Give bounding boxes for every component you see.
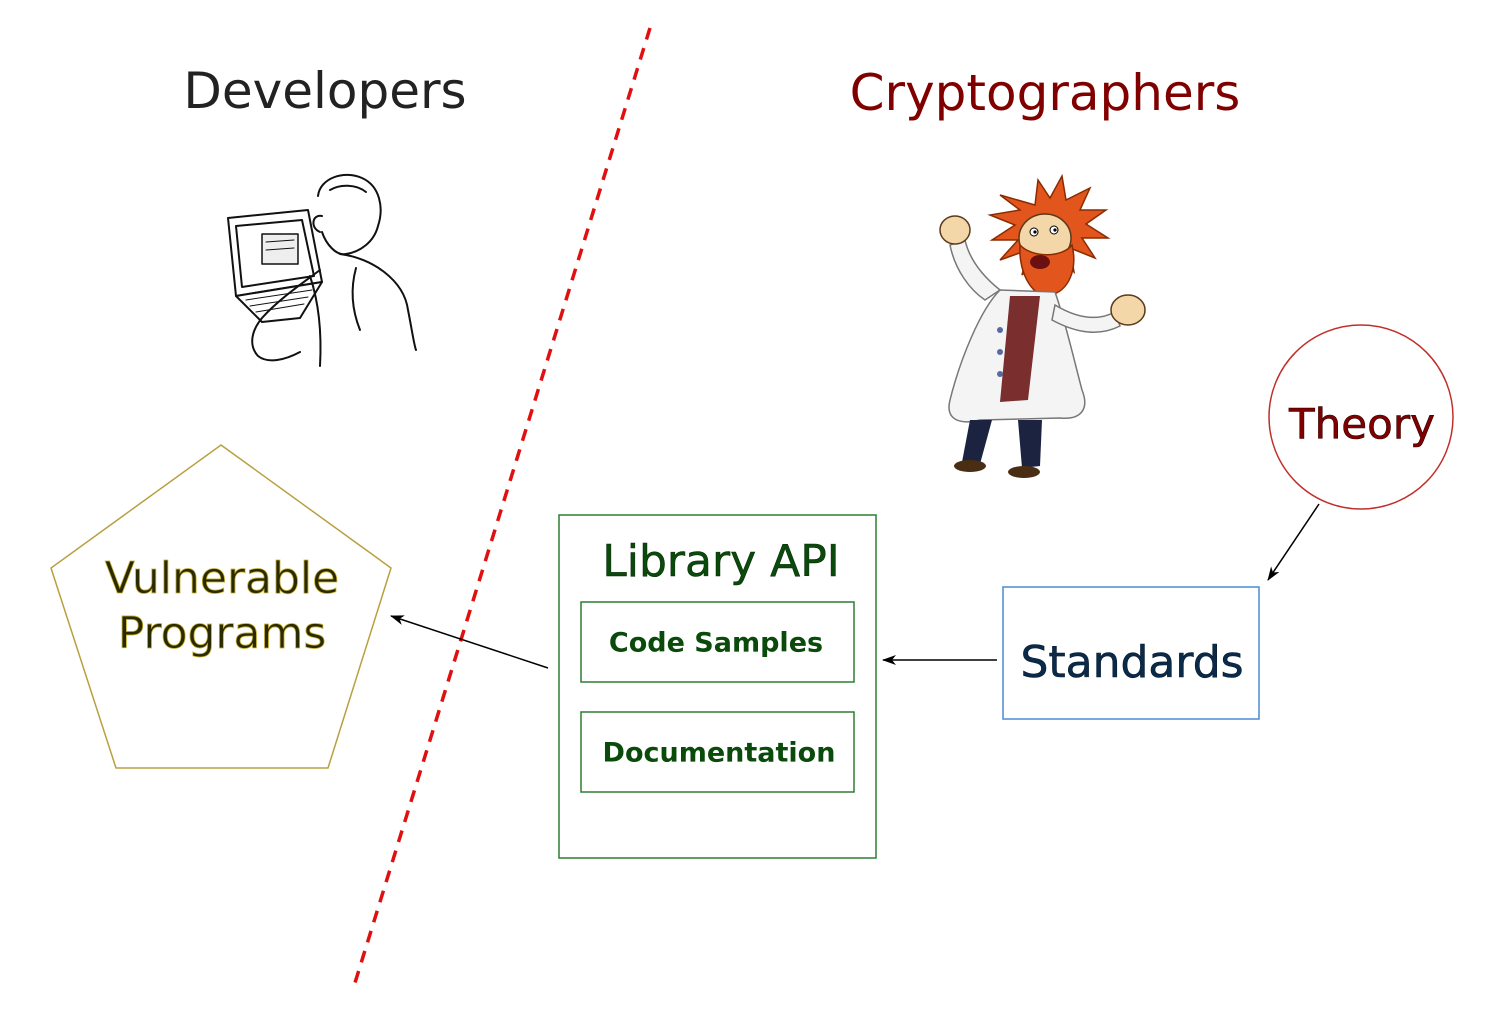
theory-node: Theory	[1268, 324, 1454, 510]
developer-illustration	[227, 173, 417, 367]
theory-label: Theory	[1288, 400, 1435, 449]
standards-node: Standards	[1002, 586, 1260, 720]
code-samples-box	[580, 601, 855, 683]
developers-heading: Developers	[183, 62, 466, 120]
arrow-theory-to-standards	[1267, 503, 1320, 581]
cryptographers-heading: Cryptographers	[850, 64, 1241, 122]
library-api-node: Library API Code Samples Documentation	[558, 514, 877, 859]
arrow-library-to-vulnerable	[390, 615, 549, 669]
documentation-label: Documentation	[603, 738, 836, 769]
vulnerable-label-line2: Programs	[118, 608, 327, 659]
vulnerable-label-line1: Vulnerable	[105, 553, 339, 604]
vulnerable-programs-node: Vulnerable Programs	[50, 444, 392, 769]
cryptographer-illustration	[939, 173, 1146, 478]
code-samples-label: Code Samples	[609, 628, 823, 659]
standards-label: Standards	[1020, 637, 1243, 688]
library-api-label: Library API	[602, 536, 839, 587]
documentation-box	[580, 711, 855, 793]
